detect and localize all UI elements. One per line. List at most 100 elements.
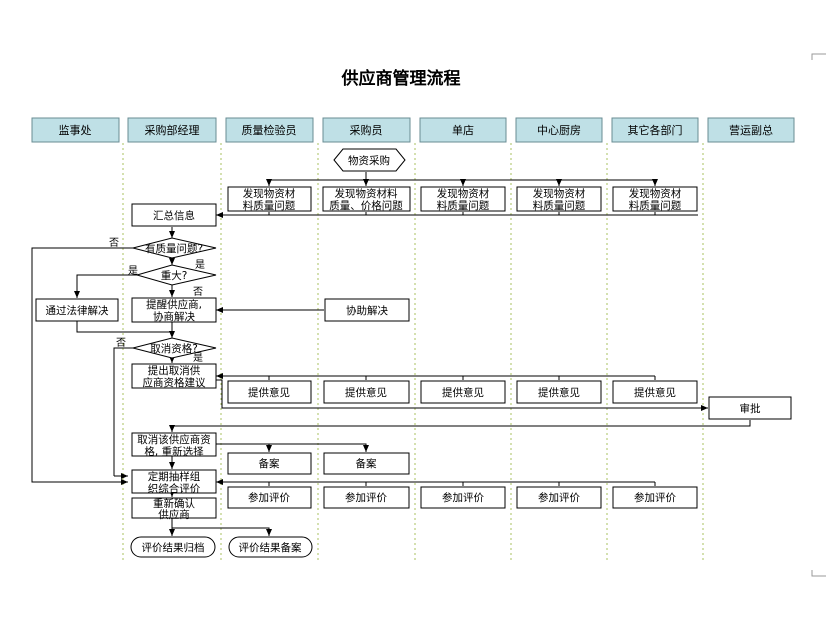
node-opinion-qc-label: 提供意见 [248, 386, 290, 399]
diagram-title: 供应商管理流程 [341, 68, 461, 89]
node-opinion-kitchen-label: 提供意见 [538, 386, 580, 399]
lane-header-purchasing-manager [127, 117, 217, 143]
node-participate-other-label: 参加评价 [634, 491, 676, 504]
node-find-issue-buyer [322, 186, 411, 212]
node-cancel-decision-label: 取消资格? [150, 342, 198, 355]
node-opinion-other [612, 380, 698, 404]
label-cancel-no: 否 [116, 337, 126, 349]
node-find-issue-other-line2: 料质量问题 [629, 199, 682, 212]
node-cancel-decision [132, 337, 217, 359]
node-record-qc-label: 备案 [259, 457, 280, 470]
node-opinion-kitchen [516, 380, 602, 404]
node-summarize-label: 汇总信息 [153, 209, 195, 222]
node-quality-issue-decision [132, 237, 217, 259]
lane-label-store: 单店 [452, 123, 474, 137]
node-propose-cancel [131, 363, 217, 389]
node-periodic-eval [131, 469, 217, 494]
node-participate-store-label: 参加评价 [442, 491, 484, 504]
node-reconfirm [131, 497, 217, 519]
lane-label-supervision: 监事处 [59, 124, 92, 137]
node-reconfirm-line2: 供应商 [158, 508, 190, 521]
node-participate-kitchen [516, 486, 602, 509]
label-cancel-yes: 是 [193, 352, 203, 364]
node-find-issue-buyer-line2: 质量、价格问题 [329, 199, 403, 212]
lane-header-store [419, 117, 507, 143]
lane-header-central-kitchen [515, 117, 603, 143]
node-legal-label: 通过法律解决 [46, 304, 109, 317]
node-assist [324, 298, 410, 322]
label-quality-yes: 是 [195, 259, 205, 271]
label-serious-yes: 是 [128, 265, 138, 277]
lane-label-other-departments: 其它各部门 [628, 123, 683, 137]
node-cancel-reselect-line1: 取消该供应商资 [137, 433, 211, 446]
node-archive [130, 536, 216, 558]
lane-label-quality-inspector: 质量检验员 [242, 123, 297, 137]
node-opinion-qc [227, 380, 312, 404]
node-find-issue-store-line1: 发现物资材 [437, 187, 490, 200]
lane-label-ops-vp: 营运副总 [729, 123, 773, 137]
lane-header-supervision [31, 117, 120, 143]
node-legal [35, 298, 119, 322]
page-corner-mark-bottom [811, 570, 826, 577]
node-quality-issue-label: 有质量问题? [145, 242, 203, 255]
lane-header-buyer [322, 117, 411, 143]
node-participate-buyer [323, 486, 410, 509]
node-find-issue-kitchen-line1: 发现物资材 [533, 187, 586, 200]
node-participate-buyer-label: 参加评价 [345, 491, 387, 504]
node-find-issue-qc-line2: 料质量问题 [243, 199, 296, 212]
node-find-issue-store-line2: 料质量问题 [437, 199, 490, 212]
node-result-record-label: 评价结果备案 [239, 541, 302, 554]
label-quality-no: 否 [109, 237, 119, 249]
node-cancel-reselect [131, 432, 217, 457]
node-reconfirm-line1: 重新确认 [153, 497, 195, 510]
node-find-issue-store [420, 186, 506, 212]
node-find-issue-other-line1: 发现物资材 [629, 187, 682, 200]
node-find-issue-other [612, 186, 698, 212]
lane-header-other-departments [611, 117, 699, 143]
node-cancel-reselect-line2: 格, 重新选择 [144, 445, 204, 458]
connectors [31, 172, 751, 536]
node-propose-cancel-line1: 提出取消供 [148, 364, 201, 377]
node-participate-store [420, 486, 506, 509]
node-serious-decision [135, 264, 217, 286]
lane-headers: 监事处 采购部经理 质量检验员 采购员 单店 中心厨房 其它各部门 营运副总 [31, 117, 795, 143]
node-opinion-buyer [323, 380, 410, 404]
lane-label-central-kitchen: 中心厨房 [537, 124, 581, 137]
node-serious-label: 重大? [161, 269, 188, 282]
lane-header-quality-inspector [225, 117, 314, 143]
node-approve [708, 396, 792, 420]
lane-label-buyer: 采购员 [350, 123, 383, 137]
node-record-buyer-label: 备案 [356, 457, 377, 470]
node-purchase-label: 物资采购 [348, 154, 390, 167]
node-participate-qc-label: 参加评价 [248, 491, 290, 504]
lane-header-ops-vp [707, 117, 795, 143]
node-participate-other [612, 486, 698, 509]
node-opinion-store [420, 380, 506, 404]
node-periodic-eval-line1: 定期抽样组 [148, 470, 201, 483]
node-record-buyer [323, 452, 410, 475]
node-remind [131, 297, 217, 323]
node-find-issue-qc [227, 186, 312, 212]
node-opinion-store-label: 提供意见 [442, 386, 484, 399]
node-purchase [333, 148, 406, 172]
node-assist-label: 协助解决 [346, 304, 388, 317]
node-result-record [228, 536, 313, 558]
node-periodic-eval-line2: 织综合评价 [148, 482, 201, 495]
node-find-issue-qc-line1: 发现物资材 [243, 187, 296, 200]
node-opinion-other-label: 提供意见 [634, 386, 676, 399]
node-participate-qc [227, 486, 312, 509]
node-record-qc [227, 452, 312, 475]
label-serious-no: 否 [193, 286, 203, 298]
branch-labels: 否 是 是 否 否 是 [109, 237, 205, 364]
flow-nodes: 物资采购 发现物资材 料质量问题 发现物资材料 质量、价格问题 发现物资材 料质… [35, 148, 792, 558]
node-remind-line1: 提醒供应商, [146, 298, 202, 311]
node-find-issue-kitchen [516, 186, 602, 212]
lane-label-purchasing-manager: 采购部经理 [145, 123, 200, 137]
node-find-issue-kitchen-line2: 料质量问题 [533, 199, 586, 212]
page-corner-mark-top [811, 53, 826, 60]
node-archive-label: 评价结果归档 [142, 541, 205, 554]
node-opinion-buyer-label: 提供意见 [345, 386, 387, 399]
node-find-issue-buyer-line1: 发现物资材料 [335, 187, 398, 200]
node-propose-cancel-line2: 应商资格建议 [143, 376, 206, 389]
